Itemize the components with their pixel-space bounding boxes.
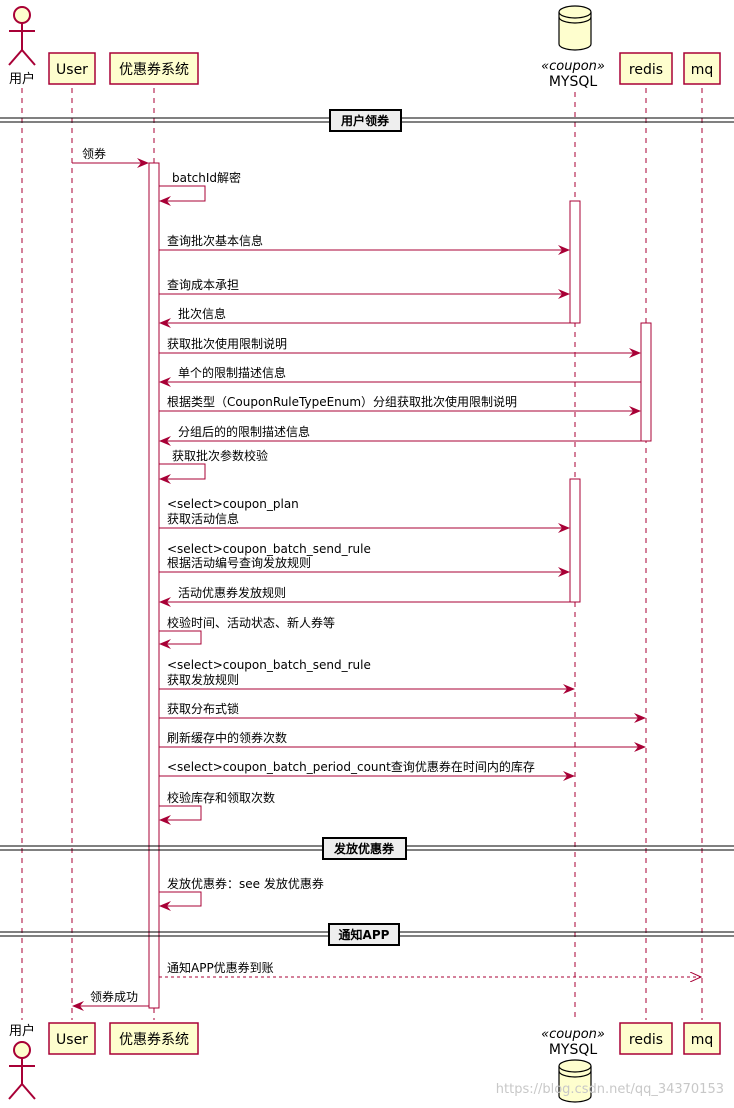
message-label-query-stock: <select>coupon_batch_period_count查询优惠券在时… — [167, 759, 535, 774]
svg-text:发放优惠券: 发放优惠券 — [333, 841, 395, 856]
database-icon — [558, 5, 592, 51]
database-icon — [558, 1059, 592, 1103]
actor-icon — [8, 1041, 36, 1100]
participants-bottom: 用户 User 优惠券系统 «coupon» MYSQL redis mq — [8, 1022, 721, 1103]
participant-coupon-system-label-bottom: 优惠券系统 — [119, 1032, 189, 1048]
message-label-query-cost: 查询成本承担 — [167, 278, 239, 292]
participant-redis-label: redis — [629, 62, 663, 78]
participants-top: 用户 User 优惠券系统 «coupon» MYSQL redis mq — [8, 5, 721, 90]
svg-text:通知APP: 通知APP — [339, 927, 390, 942]
message-label-get-send-rule-1: <select>coupon_batch_send_rule — [167, 658, 371, 672]
message-label-batchid-decrypt: batchId解密 — [172, 170, 241, 185]
message-arrow-issue-coupon — [159, 891, 202, 911]
participant-mq-label-bottom: mq — [691, 1032, 714, 1048]
messages — [72, 158, 701, 1011]
divider-notify-app: 通知APP — [0, 923, 734, 946]
message-label-select-send-rule-1: <select>coupon_batch_send_rule — [167, 542, 371, 556]
message-arrow-batchid-decrypt — [159, 185, 206, 206]
participant-mq-label: mq — [691, 62, 714, 78]
message-label-get-limit-desc: 获取批次使用限制说明 — [167, 336, 287, 351]
message-label-group-limit-return: 分组后的的限制描述信息 — [178, 424, 310, 439]
message-label-select-send-rule-2: 根据活动编号查询发放规则 — [167, 555, 311, 570]
activations — [148, 162, 652, 1009]
participant-redis-box-bottom — [619, 1022, 673, 1055]
message-label-issue-coupon: 发放优惠券：see 发放优惠券 — [167, 876, 324, 891]
watermark: https://blog.csdn.net/qq_34370153 — [496, 1082, 724, 1097]
participant-user-label-bottom: User — [56, 1032, 88, 1048]
mysql-stereotype-top: «coupon» — [541, 59, 605, 74]
actor-label-top: 用户 — [9, 71, 35, 87]
message-label-claim-success: 领券成功 — [90, 989, 138, 1004]
message-label-get-lock: 获取分布式锁 — [167, 701, 239, 716]
message-label-param-check: 获取批次参数校验 — [172, 448, 268, 463]
message-label-notify-app: 通知APP优惠券到账 — [167, 960, 274, 975]
message-label-query-batch-info: 查询批次基本信息 — [167, 233, 263, 248]
divider-issue-coupon: 发放优惠券 — [0, 837, 734, 860]
participant-coupon-system-box-bottom — [109, 1022, 199, 1055]
participant-mysql-label-bottom: MYSQL — [549, 1042, 598, 1058]
message-labels: 领券 batchId解密 查询批次基本信息 查询成本承担 批次信息 获取批次使用… — [82, 146, 535, 1004]
divider-user-claim: 用户领券 — [0, 109, 734, 132]
actor-icon — [8, 6, 36, 66]
message-arrow-validate-time — [159, 630, 202, 649]
participant-user-label: User — [56, 62, 88, 78]
participant-mq-box-bottom — [683, 1022, 721, 1055]
message-label-select-coupon-plan-2: 获取活动信息 — [167, 511, 239, 526]
actor-label-bottom: 用户 — [9, 1023, 35, 1039]
participant-coupon-system-label: 优惠券系统 — [119, 62, 189, 78]
message-label-group-limit: 根据类型（CouponRuleTypeEnum）分组获取批次使用限制说明 — [167, 394, 517, 409]
message-label-select-coupon-plan-1: <select>coupon_plan — [167, 497, 299, 511]
activation-coupon-system — [148, 162, 160, 1009]
participant-user-box-bottom — [48, 1022, 96, 1055]
message-label-validate-time: 校验时间、活动状态、新人券等 — [167, 615, 335, 630]
message-label-send-rule-return: 活动优惠券发放规则 — [178, 585, 286, 600]
participant-mq-box — [683, 52, 721, 85]
participant-mysql-label-top: MYSQL — [549, 74, 598, 90]
message-label-validate-stock: 校验库存和领取次数 — [167, 790, 275, 805]
message-label-claim: 领券 — [82, 146, 106, 161]
message-label-batch-info-return: 批次信息 — [178, 306, 226, 321]
svg-text:用户领券: 用户领券 — [340, 113, 390, 128]
message-arrow-param-check — [159, 463, 206, 484]
participant-redis-label-bottom: redis — [629, 1032, 663, 1048]
participant-redis-box — [619, 52, 673, 85]
message-label-refresh-cache: 刷新缓存中的领券次数 — [167, 730, 287, 745]
activation-mysql-2 — [569, 478, 581, 603]
message-arrow-validate-stock — [159, 805, 202, 825]
participant-coupon-system-box — [109, 52, 199, 85]
message-label-get-send-rule-2: 获取发放规则 — [167, 672, 239, 687]
activation-mysql-1 — [569, 200, 581, 324]
participant-user-box — [48, 52, 96, 85]
message-label-single-limit-return: 单个的限制描述信息 — [178, 365, 286, 380]
mysql-stereotype-bottom: «coupon» — [541, 1027, 605, 1042]
activation-redis-1 — [640, 322, 652, 442]
